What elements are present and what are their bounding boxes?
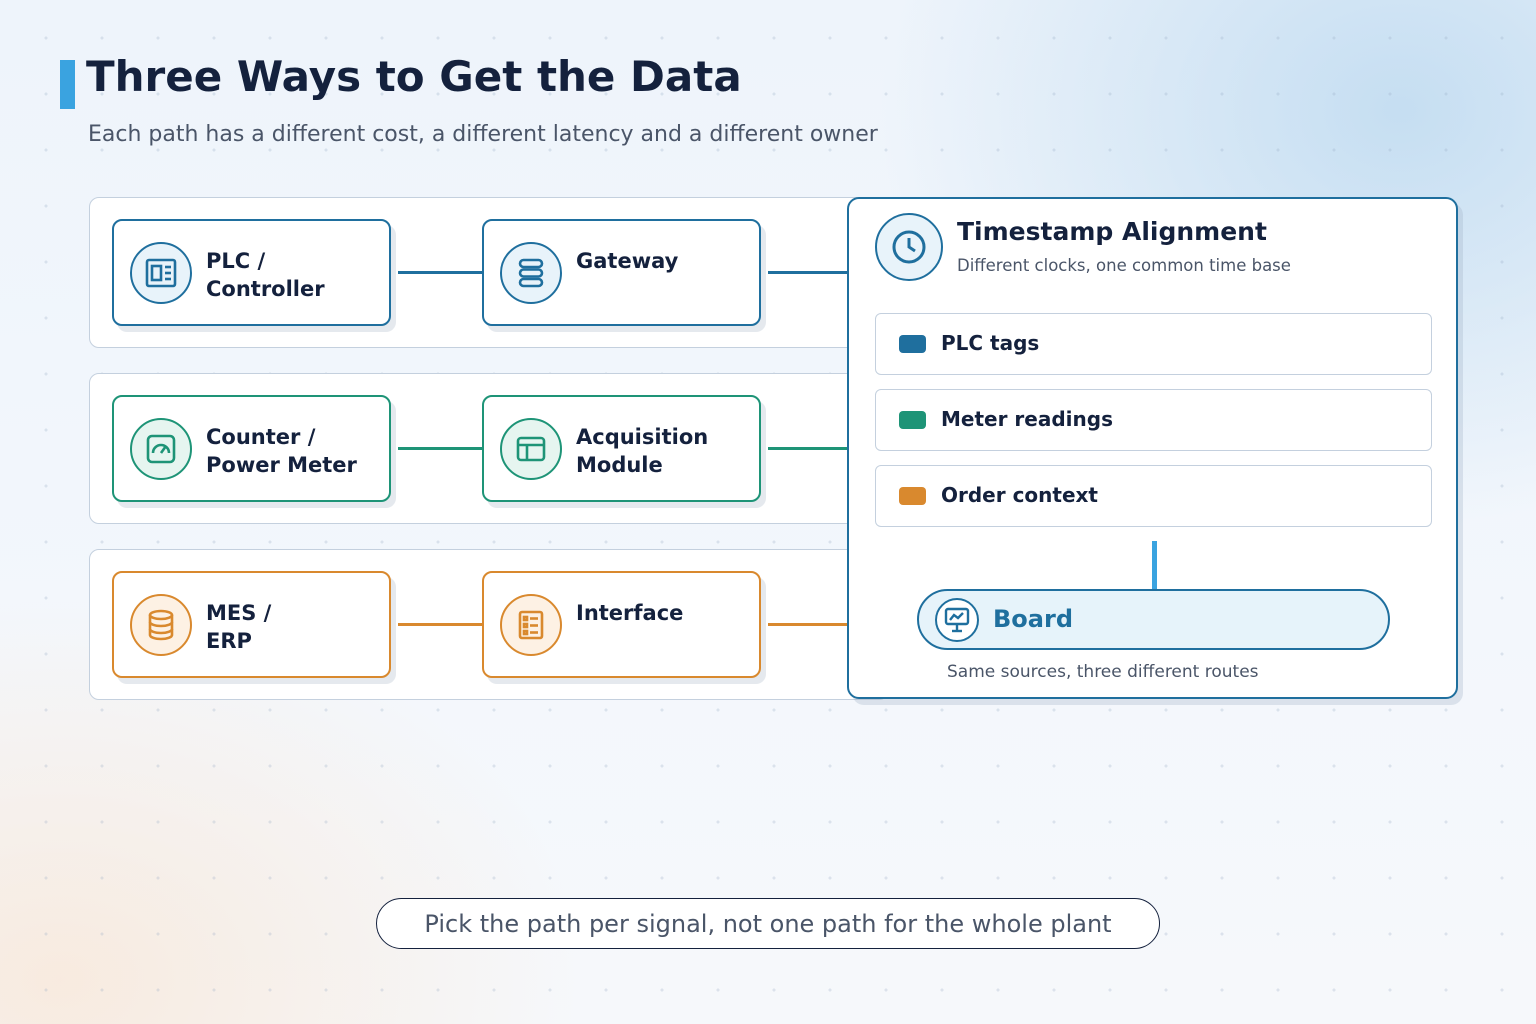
source-row-order-context: Order context bbox=[875, 465, 1432, 527]
server-stack-icon bbox=[500, 241, 562, 304]
page-title: Three Ways to Get the Data bbox=[86, 52, 742, 101]
dashboard-board-icon bbox=[935, 598, 979, 642]
source-row-meter-readings: Meter readings bbox=[875, 389, 1432, 451]
legend-swatch bbox=[899, 487, 926, 505]
connector-plc-gateway bbox=[398, 271, 482, 274]
timestamp-alignment-panel: Timestamp Alignment Different clocks, on… bbox=[847, 197, 1458, 699]
node-plc-controller[interactable]: PLC / Controller bbox=[112, 219, 391, 326]
clock-icon bbox=[875, 213, 943, 281]
legend-swatch bbox=[899, 411, 926, 429]
node-label: Acquisition Module bbox=[576, 425, 709, 477]
page-subtitle: Each path has a different cost, a differ… bbox=[88, 122, 878, 147]
node-counter-power-meter[interactable]: Counter / Power Meter bbox=[112, 395, 391, 502]
alignment-subtitle: Different clocks, one common time base bbox=[957, 256, 1291, 275]
node-label: Gateway bbox=[576, 249, 679, 273]
source-row-plc-tags: PLC tags bbox=[875, 313, 1432, 375]
alignment-title: Timestamp Alignment bbox=[957, 217, 1267, 246]
list-document-icon bbox=[500, 593, 562, 656]
node-label: Interface bbox=[576, 601, 684, 625]
node-acquisition-module[interactable]: Acquisition Module bbox=[482, 395, 761, 502]
connector-module-alignment bbox=[768, 447, 848, 450]
plc-icon bbox=[130, 241, 192, 304]
node-mes-erp[interactable]: MES / ERP bbox=[112, 571, 391, 678]
node-interface[interactable]: Interface bbox=[482, 571, 761, 678]
connector-gateway-alignment bbox=[768, 271, 848, 274]
connector-to-board bbox=[1152, 541, 1157, 589]
database-icon bbox=[130, 593, 192, 656]
node-label: MES / ERP bbox=[206, 601, 272, 653]
footer-callout: Pick the path per signal, not one path f… bbox=[376, 898, 1160, 949]
window-module-icon bbox=[500, 417, 562, 480]
alignment-note: Same sources, three different routes bbox=[947, 662, 1259, 682]
connector-mes-interface bbox=[398, 623, 482, 626]
source-label: PLC tags bbox=[941, 331, 1040, 355]
connector-interface-alignment bbox=[768, 623, 848, 626]
title-accent-bar bbox=[60, 60, 75, 109]
node-label: PLC / Controller bbox=[206, 249, 325, 301]
connector-meter-module bbox=[398, 447, 482, 450]
source-label: Order context bbox=[941, 483, 1098, 507]
node-label: Counter / Power Meter bbox=[206, 425, 357, 477]
source-label: Meter readings bbox=[941, 407, 1113, 431]
gauge-icon bbox=[130, 417, 192, 480]
board-output[interactable]: Board bbox=[917, 589, 1390, 650]
legend-swatch bbox=[899, 335, 926, 353]
node-gateway[interactable]: Gateway bbox=[482, 219, 761, 326]
board-label: Board bbox=[993, 605, 1073, 633]
